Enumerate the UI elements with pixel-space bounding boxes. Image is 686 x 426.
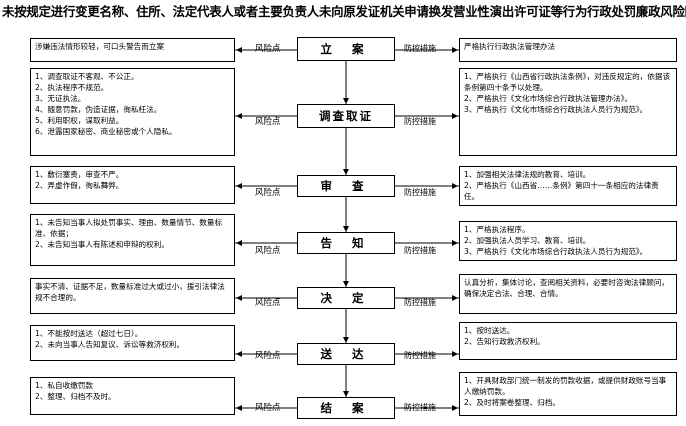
control-arrowhead (452, 47, 458, 53)
step-filing: 立 案 (297, 37, 395, 61)
risk-arrowhead (236, 351, 242, 357)
risk-point-label: 风险点 (255, 351, 281, 361)
risk-arrowhead (236, 113, 242, 119)
risk-item: 6、泄露国家秘密、商业秘密或个人隐私。 (35, 127, 177, 136)
control-measure-label: 防控措施 (404, 298, 436, 307)
control-measure-label: 防控措施 (404, 351, 436, 360)
step-decision: 决 定 (297, 287, 395, 309)
risk-arrowhead (236, 405, 242, 411)
risk-arrowhead (236, 47, 242, 53)
risk-box-investigation: 1、调查取证不客观、不公正。 2、执法程序不规范。 3、无证执法。 4、随意罚款… (30, 68, 235, 156)
flow-arrowhead (343, 337, 349, 343)
risk-item: 2、未告知当事人有陈述和申辩的权利。 (35, 240, 169, 249)
control-arrowhead (452, 351, 458, 357)
control-item: 1、加强相关法律法规的教育、培训。 (464, 170, 591, 179)
control-measure-label: 防控措施 (404, 117, 436, 126)
risk-item: 5、利用职权，谋取利益。 (35, 116, 124, 125)
control-arrowhead (452, 240, 458, 246)
risk-item: 事实不清、证据不足，数量标准过大或过小，援引法律法规不合理的。 (35, 282, 225, 302)
control-item: 1、按时送达。 (464, 326, 515, 335)
control-item: 2、严格执行《文化市场综合行政执法管理办法》。 (464, 94, 633, 103)
control-box-review: 1、加强相关法律法规的教育、培训。 2、严格执行《山西省……条例》第四十一条相应… (459, 166, 677, 206)
risk-arrowhead (236, 183, 242, 189)
page-title: 未按规定进行变更名称、住所、法定代表人或者主要负责人未向原发证机关申请换发营业性… (2, 4, 686, 19)
risk-item: 2、弄虚作假，徇私舞弊。 (35, 181, 124, 190)
risk-arrowhead (236, 240, 242, 246)
risk-item: 涉嫌违法情形较轻，可口头警告而立案 (35, 42, 165, 51)
control-box-decision: 认真分析，集体讨论，查阅相关资料，必要时咨询法律顾问，确保决定合法、合理、合情。 (459, 274, 677, 314)
control-measure-label: 防控措施 (404, 246, 436, 255)
risk-point-label: 风险点 (255, 403, 281, 413)
control-arrowhead (452, 183, 458, 189)
risk-item: 3、无证执法。 (35, 94, 86, 103)
risk-item: 1、调查取证不客观、不公正。 (35, 72, 139, 81)
risk-box-review: 1、敷衍塞责，审查不严。 2、弄虚作假，徇私舞弊。 (30, 166, 235, 204)
risk-item: 2、执法程序不规范。 (35, 83, 109, 92)
risk-item: 4、随意罚款，伪造证据，徇私枉法。 (35, 105, 162, 114)
control-box-filing: 严格执行行政执法管理办法 (459, 38, 677, 62)
risk-box-closure: 1、私自收缴罚款 2、整理、归档不及时。 (30, 377, 235, 415)
risk-arrowhead (236, 295, 242, 301)
risk-item: 1、不能按时送达（超过七日）。 (35, 329, 143, 338)
control-box-investigation: 1、严格执行《山西省行政执法条例》，对违反规定的，依据该条例第四十条予以处理。 … (459, 68, 677, 156)
control-measure-label: 防控措施 (404, 188, 436, 197)
risk-item: 1、未告知当事人拟处罚事实、理由、数量情节、数量标准、依据； (35, 218, 223, 238)
risk-box-decision: 事实不清、证据不足，数量标准过大或过小，援引法律法规不合理的。 (30, 278, 235, 314)
control-item: 2、及时将案卷整理、归档。 (464, 398, 560, 407)
control-item: 认真分析，集体讨论，查阅相关资料，必要时咨询法律顾问，确保决定合法、合理、合情。 (464, 278, 670, 298)
risk-box-delivery: 1、不能按时送达（超过七日）。 2、未向当事人告知复议、诉讼等救济权利。 (30, 325, 235, 361)
risk-point-label: 风险点 (255, 298, 281, 308)
flow-arrowhead (343, 226, 349, 232)
control-box-delivery: 1、按时送达。 2、告知行政救济权利。 (459, 322, 677, 360)
step-closure: 结 案 (297, 397, 395, 419)
control-item: 严格执行行政执法管理办法 (464, 42, 556, 51)
risk-item: 2、整理、归档不及时。 (35, 392, 116, 401)
flow-arrowhead (343, 169, 349, 175)
control-item: 1、严格执法程序。 (464, 225, 530, 234)
control-item: 2、告知行政救济权利。 (464, 337, 545, 346)
control-item: 3、严格执行《文化市场综合行政执法人员行为规范》。 (464, 105, 648, 114)
flow-arrowhead (343, 281, 349, 287)
control-item: 3、严格执行《文化市场综合行政执法人员行为规范》。 (464, 247, 648, 256)
control-arrowhead (452, 295, 458, 301)
step-delivery: 送 达 (297, 343, 395, 365)
step-investigation: 调查取证 (297, 104, 395, 128)
control-measure-label: 防控措施 (404, 44, 436, 53)
control-item: 2、严格执行《山西省……条例》第四十一条相应的法律责任。 (464, 181, 659, 201)
risk-item: 1、私自收缴罚款 (35, 381, 93, 390)
risk-box-notification: 1、未告知当事人拟处罚事实、理由、数量情节、数量标准、依据； 2、未告知当事人有… (30, 214, 235, 266)
risk-box-filing: 涉嫌违法情形较轻，可口头警告而立案 (30, 38, 235, 62)
control-arrowhead (452, 405, 458, 411)
risk-point-label: 风险点 (255, 188, 281, 198)
control-arrowhead (452, 113, 458, 119)
control-box-closure: 1、开具财政部门统一制发的罚款收据，或提供财政账号当事人缴纳罚款。 2、及时将案… (459, 372, 677, 416)
risk-point-label: 风险点 (255, 44, 281, 54)
risk-point-label: 风险点 (255, 117, 281, 127)
flow-arrowhead (343, 391, 349, 397)
control-box-notification: 1、严格执法程序。 2、加强执法人员学习、教育、培训。 3、严格执行《文化市场综… (459, 221, 677, 261)
step-notification: 告 知 (297, 232, 395, 254)
step-review: 审 查 (297, 175, 395, 197)
control-item: 1、开具财政部门统一制发的罚款收据，或提供财政账号当事人缴纳罚款。 (464, 376, 667, 396)
control-item: 1、严格执行《山西省行政执法条例》，对违反规定的，依据该条例第四十条予以处理。 (464, 72, 671, 92)
flow-arrowhead (343, 98, 349, 104)
risk-item: 2、未向当事人告知复议、诉讼等救济权利。 (35, 340, 185, 349)
risk-point-label: 风险点 (255, 246, 281, 256)
risk-item: 1、敷衍塞责，审查不严。 (35, 170, 124, 179)
control-item: 2、加强执法人员学习、教育、培训。 (464, 236, 591, 245)
control-measure-label: 防控措施 (404, 403, 436, 412)
